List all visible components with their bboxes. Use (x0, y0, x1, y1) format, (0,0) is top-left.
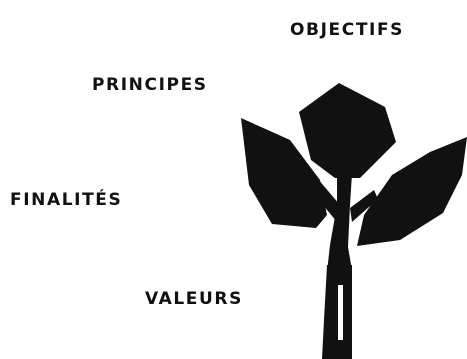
right-branch (350, 190, 378, 222)
label-principes: PRINCIPES (92, 75, 208, 95)
main-stem (327, 158, 353, 272)
left-leaf (241, 118, 327, 228)
left-branch (304, 172, 340, 222)
trunk-notch (338, 285, 343, 340)
label-objectifs: OBJECTIFS (290, 20, 405, 40)
top-leaf (299, 83, 396, 178)
label-valeurs: VALEURS (145, 289, 243, 309)
right-leaf (357, 137, 467, 246)
trunk (322, 265, 352, 359)
label-finalites: FINALITÉS (10, 190, 123, 210)
